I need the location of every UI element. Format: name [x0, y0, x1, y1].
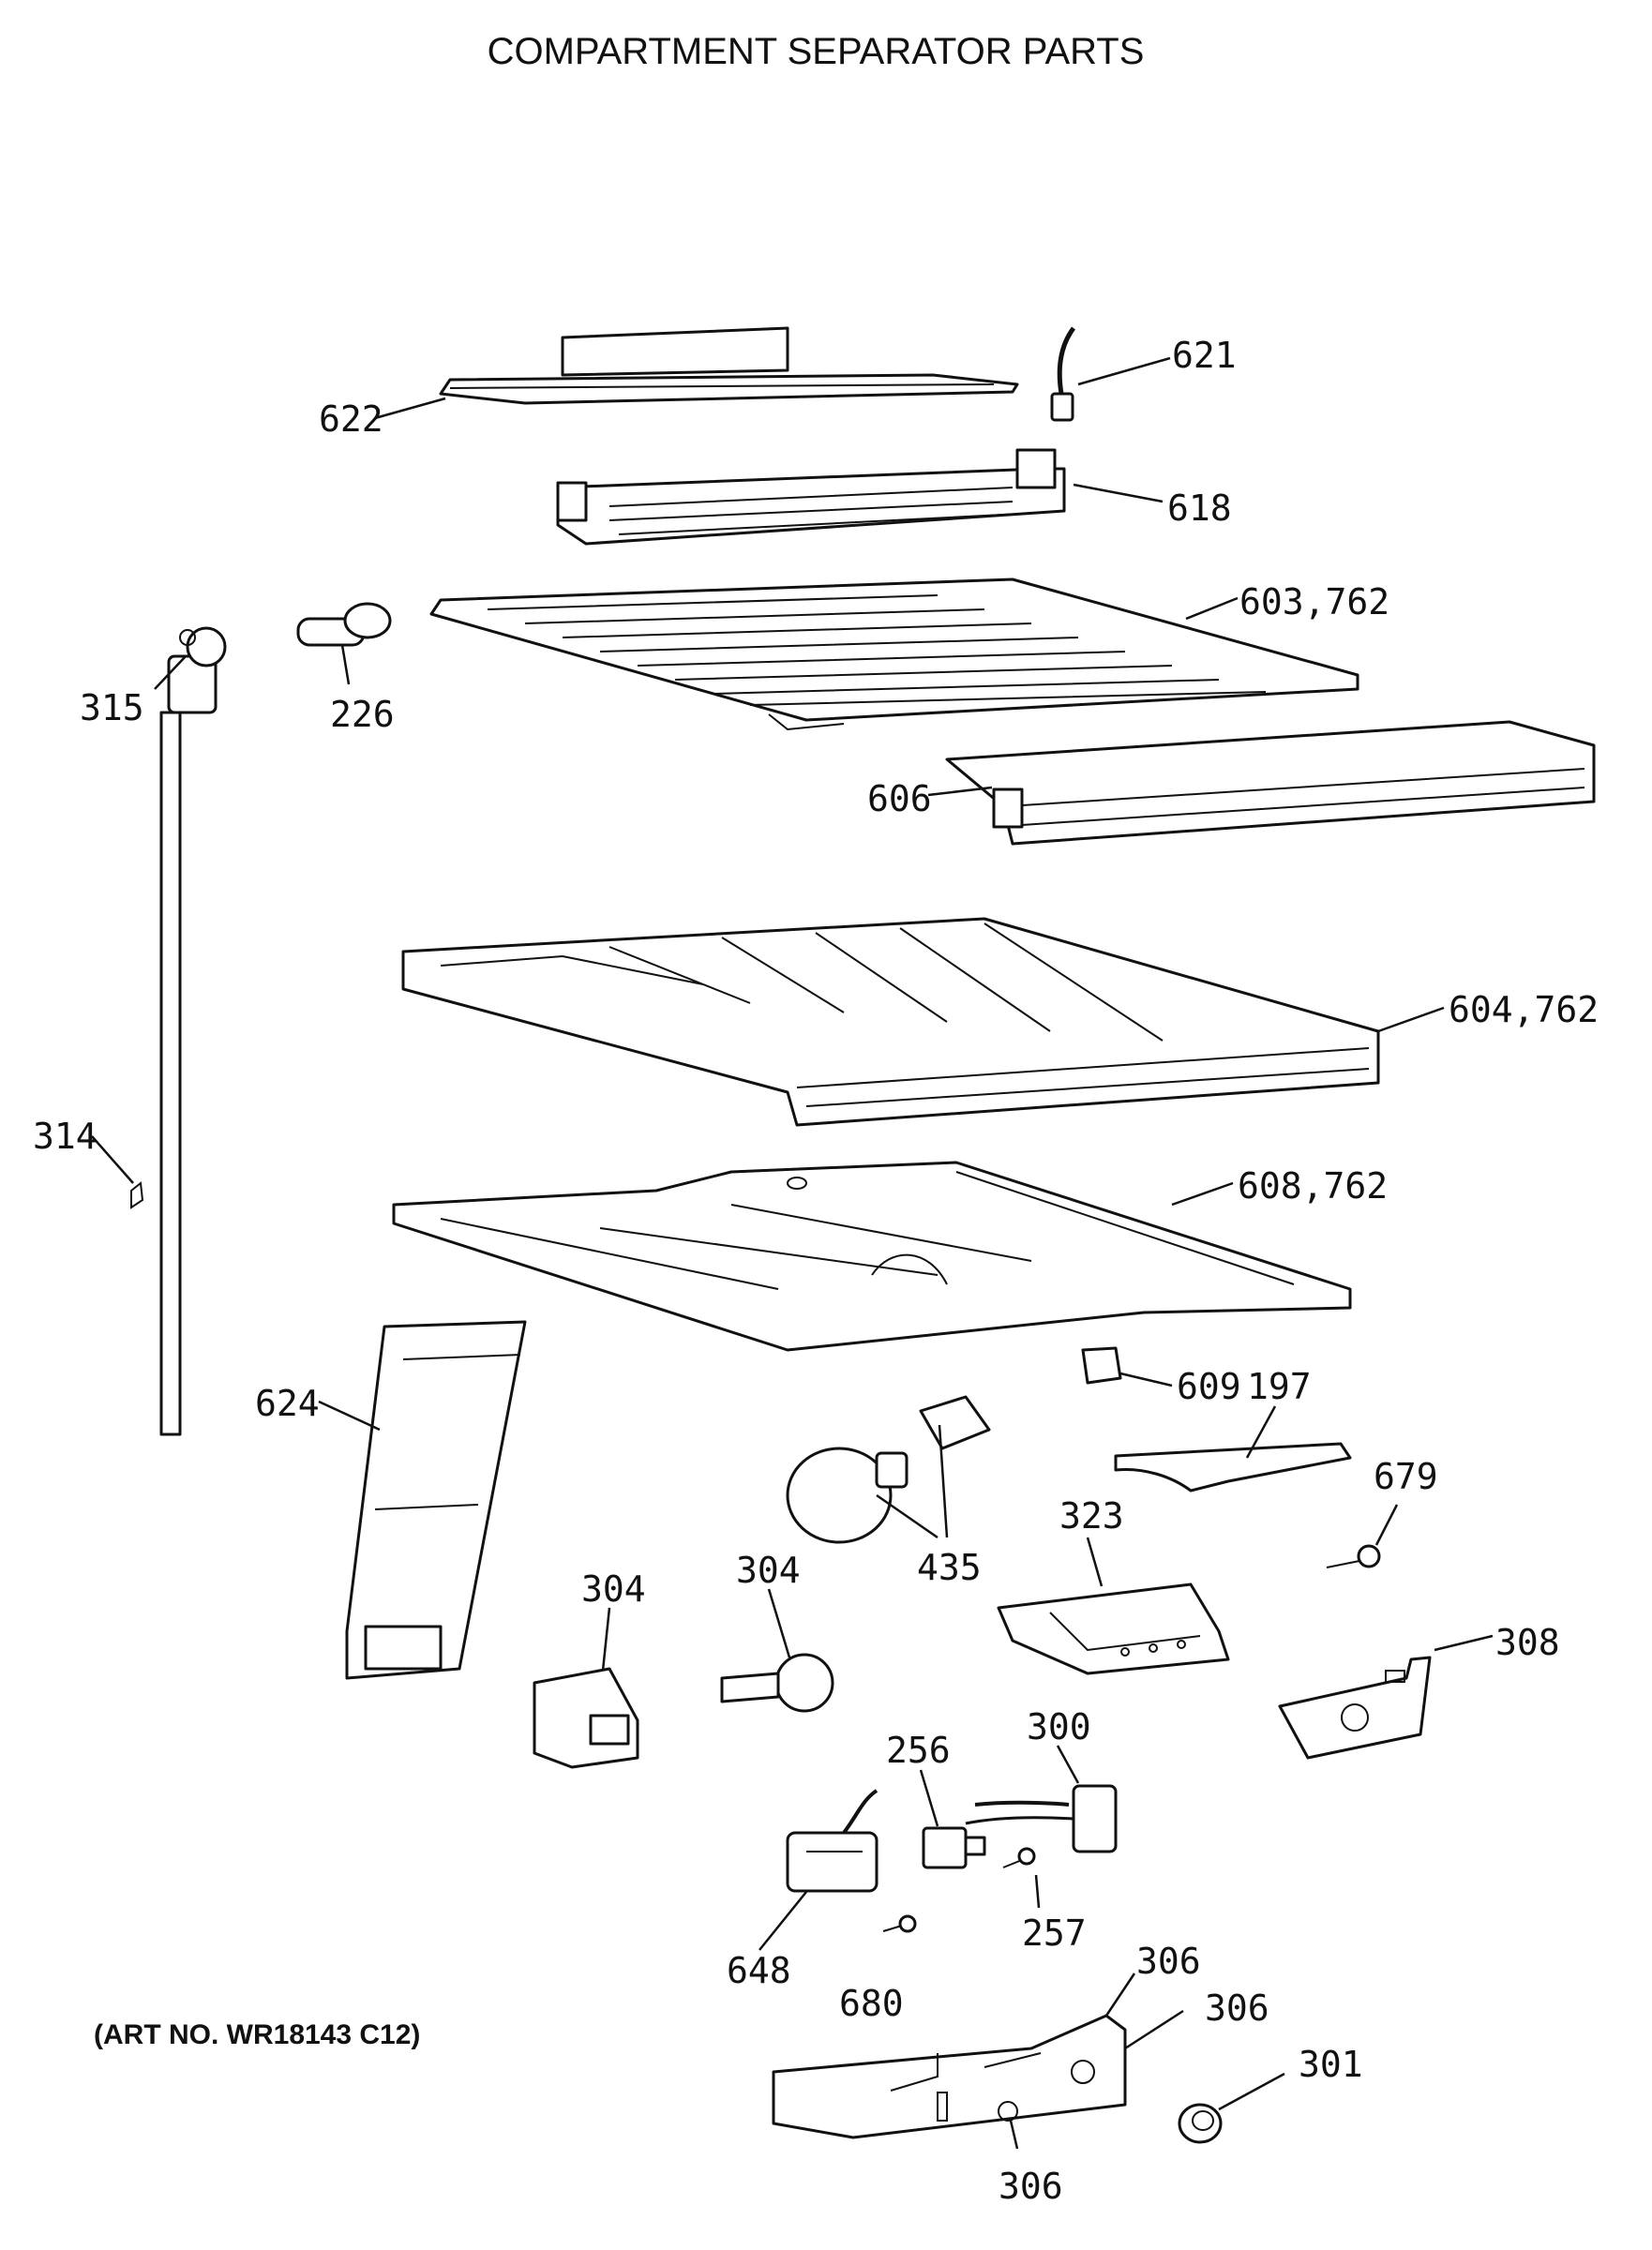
part-679-screw[interactable]	[1326, 1544, 1381, 1568]
callout-301: 301	[1299, 2044, 1363, 2085]
callout-labels: 621 622 618 603,762 315 226 606 604,762 …	[33, 335, 1599, 2207]
callout-622: 622	[319, 398, 383, 440]
part-197-strap[interactable]	[1114, 1442, 1352, 1492]
callout-197: 197	[1247, 1366, 1312, 1407]
part-315-hinge[interactable]	[167, 626, 227, 714]
callout-648: 648	[727, 1950, 791, 1991]
callout-304-housing: 304	[581, 1568, 646, 1610]
callout-304-knob: 304	[736, 1550, 801, 1591]
callout-226: 226	[330, 694, 395, 735]
callout-679: 679	[1374, 1456, 1438, 1497]
callout-300: 300	[1027, 1706, 1091, 1748]
callout-609: 609	[1177, 1366, 1241, 1407]
part-621-wire[interactable]	[1050, 326, 1076, 422]
part-300-thermostat[interactable]	[965, 1784, 1118, 1853]
part-304-knob[interactable]	[720, 1653, 834, 1713]
part-257-screw[interactable]	[1002, 1847, 1036, 1868]
callout-256: 256	[886, 1730, 951, 1771]
part-606-drawer[interactable]	[945, 720, 1596, 846]
callout-606: 606	[867, 778, 932, 819]
callout-314: 314	[33, 1116, 98, 1157]
callout-618: 618	[1167, 488, 1232, 529]
callout-435: 435	[917, 1547, 982, 1588]
part-314-rod[interactable]	[130, 711, 182, 1436]
part-609-clip[interactable]	[1081, 1346, 1122, 1385]
part-680-screw[interactable]	[882, 1914, 917, 1933]
part-226-plug[interactable]	[296, 602, 392, 647]
part-306-housing[interactable]	[772, 2014, 1127, 2139]
callout-315: 315	[80, 687, 144, 728]
part-603-wire-shelf[interactable]	[429, 578, 1359, 731]
callout-308: 308	[1495, 1622, 1560, 1663]
diagram-title: COMPARTMENT SEPARATOR PARTS	[488, 31, 1145, 72]
callout-624: 624	[255, 1383, 320, 1424]
part-648-motor[interactable]	[786, 1789, 879, 1893]
part-604-shelf[interactable]	[401, 917, 1380, 1127]
callout-608-762: 608,762	[1238, 1165, 1388, 1207]
callout-604-762: 604,762	[1449, 989, 1599, 1030]
callout-306-top: 306	[1136, 1941, 1201, 1982]
part-256-switch[interactable]	[922, 1826, 986, 1869]
callout-306-right: 306	[1205, 1988, 1269, 2029]
callout-621: 621	[1172, 335, 1237, 376]
part-622-cover[interactable]	[439, 326, 1019, 405]
callout-680: 680	[839, 1983, 904, 2024]
callout-257: 257	[1022, 1912, 1087, 1954]
part-304-housing[interactable]	[533, 1667, 639, 1769]
part-301-cap[interactable]	[1178, 2103, 1223, 2144]
callout-603-762: 603,762	[1239, 581, 1389, 622]
part-435-bulb[interactable]	[786, 1395, 991, 1544]
leader-lines	[91, 356, 1494, 2150]
part-618-bracket[interactable]	[556, 448, 1066, 546]
callout-323: 323	[1059, 1495, 1124, 1537]
art-number: (ART NO. WR18143 C12)	[94, 2019, 420, 2050]
part-624-panel[interactable]	[345, 1320, 527, 1680]
callout-306-bottom: 306	[999, 2166, 1063, 2207]
part-608-shelf-cover[interactable]	[392, 1161, 1352, 1352]
part-323-box[interactable]	[997, 1582, 1230, 1675]
part-308-plate[interactable]	[1278, 1656, 1432, 1760]
